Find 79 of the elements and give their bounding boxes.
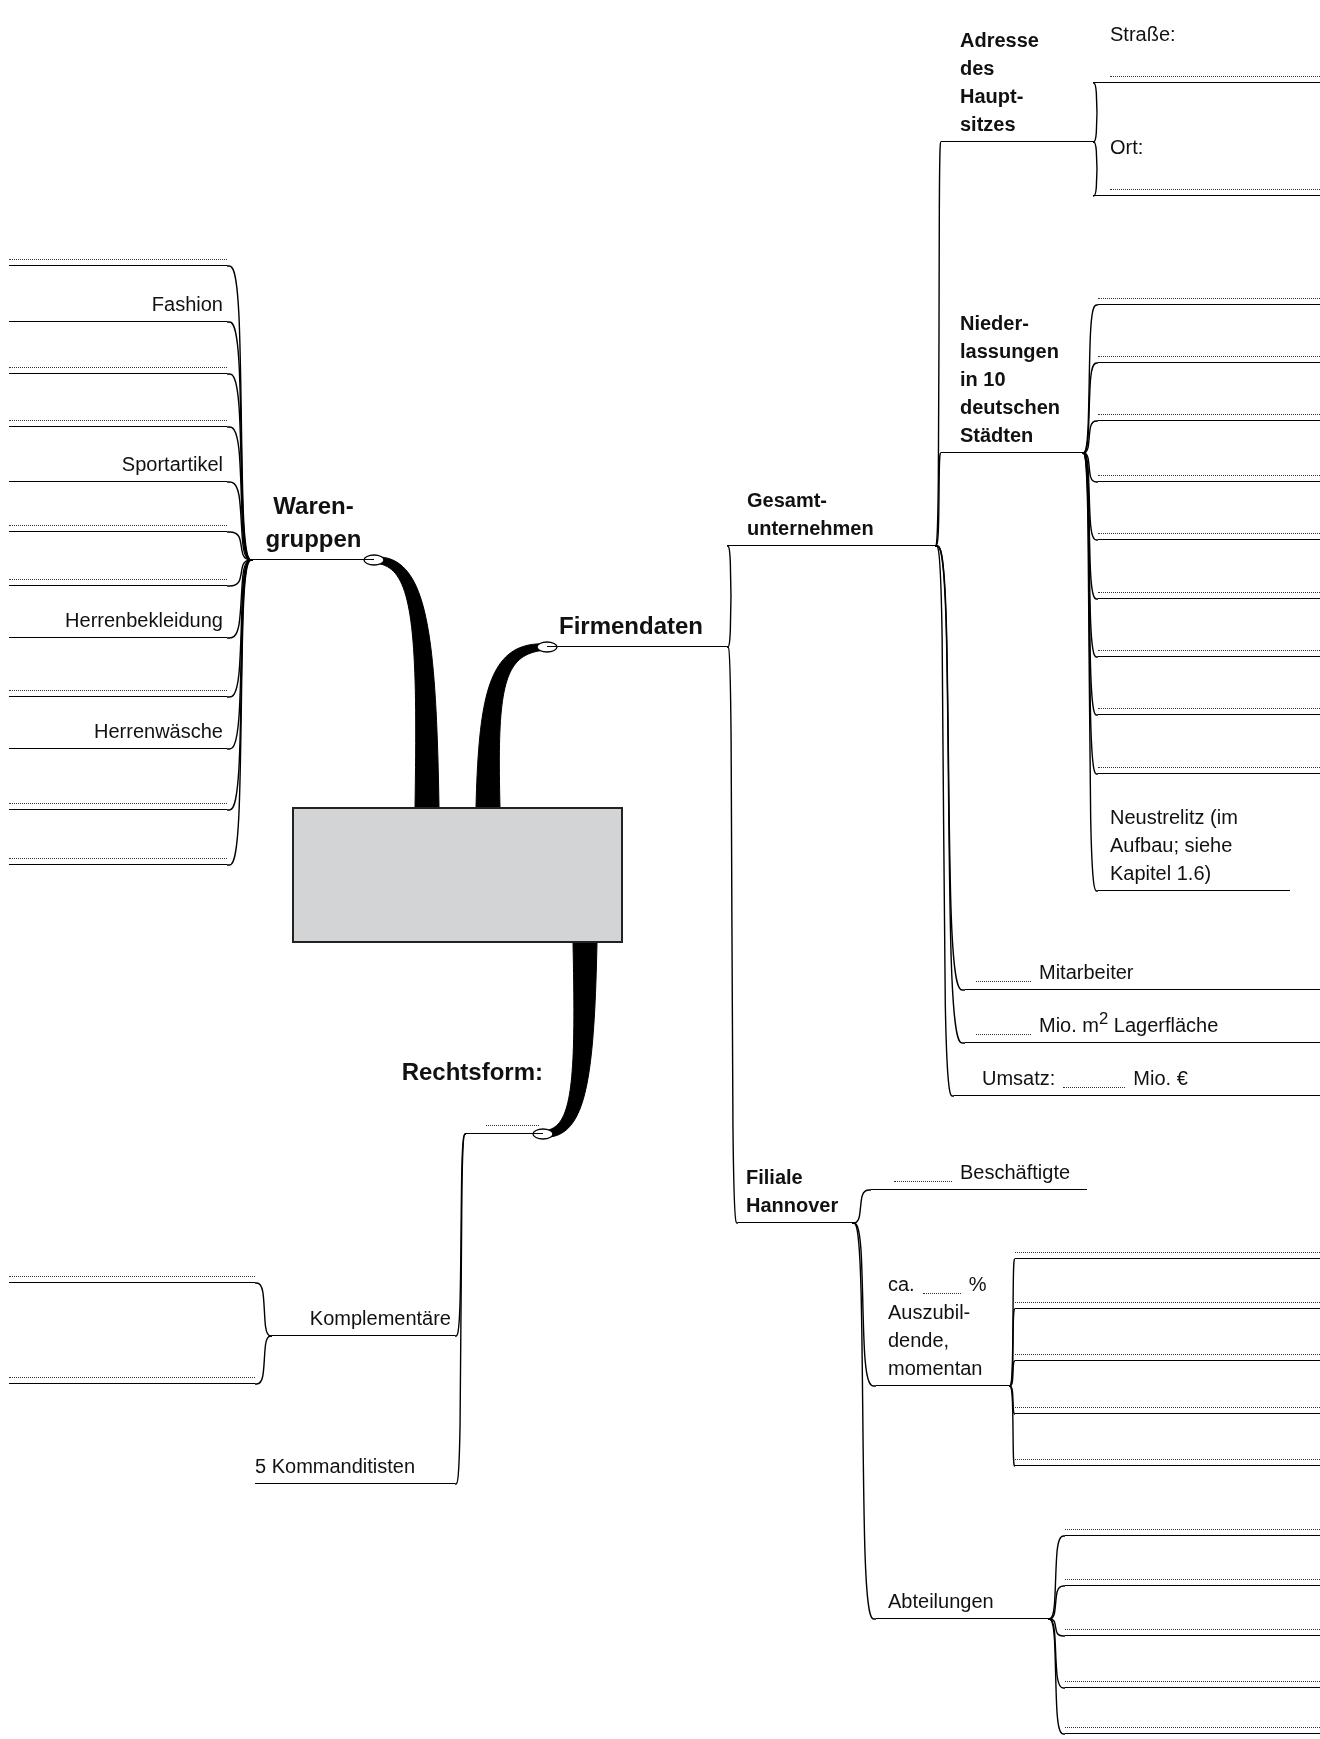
branch-label: Herrenwäsche [94, 719, 223, 744]
branch-line [1047, 1618, 1066, 1735]
branch-label: Mio. m$^{2}$ Lagerfläche [1039, 1008, 1219, 1038]
fill-in-line [1015, 1459, 1320, 1466]
branch-line [1008, 1360, 1016, 1387]
branch-label: Mio. € [1133, 1066, 1188, 1091]
fill-in-line [9, 803, 227, 810]
central-box [292, 807, 623, 943]
fill-in-line [1065, 1727, 1320, 1734]
fill-in-line [1098, 475, 1320, 482]
branch-label: Straße: [1110, 22, 1176, 47]
branch-line [934, 545, 955, 1097]
branch-line [1047, 1618, 1066, 1637]
branch-label: % [968, 1272, 987, 1297]
branch-label: ca. [888, 1272, 915, 1297]
branch-line [851, 1222, 877, 1620]
branch-label: Waren- gruppen [264, 490, 363, 555]
branch-label: Fashion [151, 292, 223, 317]
branch-line [1008, 1385, 1016, 1415]
branch-label: Umsatz: [982, 1066, 1056, 1091]
branch-line [726, 646, 739, 1224]
branch-label: Nieder- lassungen in 10 deutschen Städten [960, 311, 1062, 448]
fill-in-line [1065, 1629, 1320, 1636]
branch-line [1081, 452, 1099, 775]
branch-label: Neustrelitz (im Aufbau; siehe Kapitel 1.6) [1110, 805, 1239, 886]
branch-line [1008, 1258, 1016, 1387]
fill-in-line [9, 579, 227, 586]
branch-label: Auszubil- dende, momentan [888, 1300, 984, 1381]
branch-label: 5 Kommanditisten [255, 1454, 416, 1479]
branch-line [1092, 82, 1098, 143]
fill-in-line [1015, 1302, 1320, 1309]
fill-in-line [1015, 1252, 1320, 1259]
fill-in-line [1098, 533, 1320, 540]
branch-line [1081, 452, 1099, 892]
branch-label: Adresse des Haupt- sitzes [960, 28, 1040, 137]
branch-line [1081, 420, 1099, 454]
branch-label: Komplementäre [309, 1306, 451, 1331]
fill-in-line [9, 420, 227, 427]
fill-in-line [1098, 650, 1320, 657]
fill-in-line [1065, 1579, 1320, 1586]
branch-line [454, 1133, 467, 1485]
fill-in-line [9, 1377, 255, 1384]
branch-line [254, 1335, 273, 1385]
branch-label: Gesamt- unternehmen [747, 488, 875, 541]
fill-in-line [9, 1276, 255, 1283]
branch-label: Ort: [1110, 135, 1144, 160]
branch-line [254, 1282, 273, 1337]
fill-in-line [1098, 298, 1320, 305]
branch-line [851, 1222, 877, 1387]
branch-line [1092, 141, 1098, 197]
fill-in-line [9, 367, 227, 374]
fill-in-line [1015, 1407, 1320, 1414]
fill-in-line [1098, 767, 1320, 774]
branch-line [934, 452, 942, 547]
fill-in-line [1098, 414, 1320, 421]
fill-in-line [9, 858, 227, 865]
fill-in-line [1098, 356, 1320, 363]
fill-in-line [9, 259, 227, 266]
branch-label: Mitarbeiter [1039, 960, 1134, 985]
fill-in-line [1015, 1354, 1320, 1361]
branch-label: Firmendaten [559, 611, 704, 642]
branch-line [1008, 1308, 1016, 1387]
fill-in-line [1065, 1681, 1320, 1688]
branch-label: Abteilungen [888, 1589, 994, 1614]
branch-line [726, 545, 732, 648]
branch-label: Beschäftigte [960, 1160, 1071, 1185]
branch-label: Herrenbekleidung [65, 608, 223, 633]
branch-line [1081, 362, 1099, 454]
branch-label: Rechtsform: [401, 1057, 543, 1088]
branch-label: Sportartikel [121, 452, 223, 477]
branch-label: Filiale Hannover [746, 1165, 840, 1218]
branch-line [1008, 1385, 1016, 1467]
fill-in-line [9, 690, 227, 697]
fill-in-line [1098, 708, 1320, 715]
branch-line [226, 559, 254, 866]
branch-line [454, 1133, 467, 1337]
fill-in-line [1065, 1529, 1320, 1536]
fill-in-line [1098, 592, 1320, 599]
fill-in-line [9, 525, 227, 532]
